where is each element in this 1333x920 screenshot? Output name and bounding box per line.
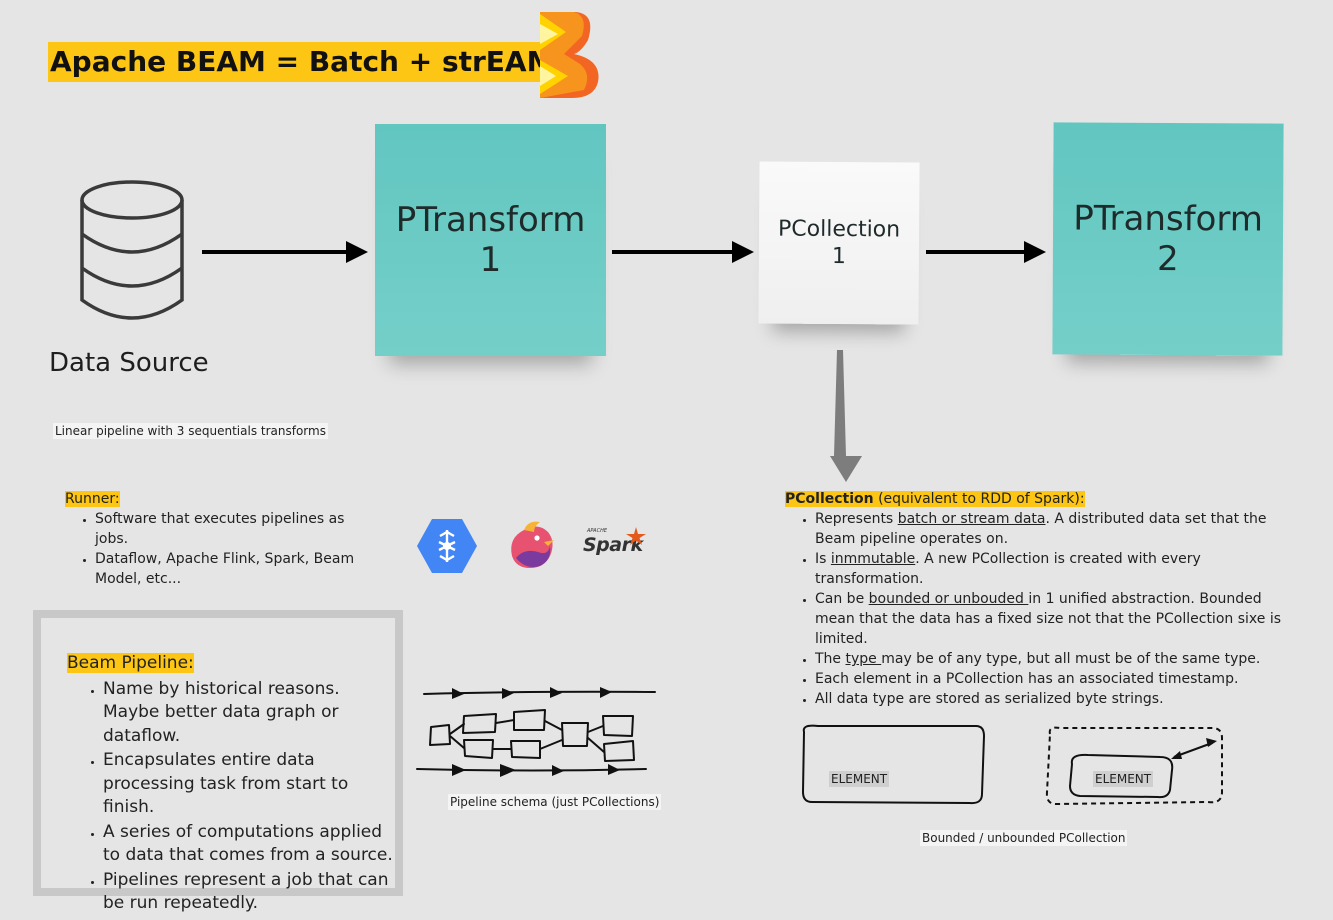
- spark-logo-text: Spark: [583, 534, 643, 556]
- list-item: Dataflow, Apache Flink, Spark, Beam Mode…: [95, 549, 355, 589]
- spark-logo: APACHE Spark: [581, 526, 649, 560]
- pcollection-heading-rest: (equivalent to RDD of Spark):: [873, 491, 1085, 507]
- ptransform-2-number: 2: [1156, 238, 1179, 280]
- bounded-unbounded-sketch: [801, 724, 1223, 806]
- beam-pipeline-heading: Beam Pipeline:: [67, 653, 194, 673]
- beam-pipeline-frame: Beam Pipeline: Name by historical reason…: [33, 610, 403, 913]
- bounded-caption: Bounded / unbounded PCollection: [920, 830, 1128, 846]
- arrow-pcollection1-to-description: [830, 350, 862, 482]
- pcollection-1-label: PCollection: [777, 216, 901, 243]
- list-item: Each element in a PCollection has an ass…: [815, 669, 1305, 689]
- database-icon: [80, 180, 184, 320]
- beam-logo-icon: [540, 12, 599, 98]
- list-item: Is inmmutable. A new PCollection is crea…: [815, 549, 1305, 589]
- list-item: Encapsulates entire data processing task…: [103, 749, 397, 820]
- arrow-source-to-ptransform1: [202, 241, 368, 263]
- pcollection-heading: PCollection: [785, 491, 874, 507]
- list-item: The type may be of any type, but all mus…: [815, 649, 1305, 669]
- runner-section: Runner: Software that executes pipelines…: [65, 489, 355, 589]
- arrow-ptransform1-to-pcollection1: [612, 241, 754, 263]
- data-source-label: Data Source: [49, 348, 209, 378]
- list-item: Can be bounded or unbouded in 1 unified …: [815, 589, 1305, 649]
- element-label-bounded: ELEMENT: [829, 771, 890, 787]
- element-label-unbounded: ELEMENT: [1093, 771, 1154, 787]
- arrow-pcollection1-to-ptransform2: [926, 241, 1046, 263]
- pcollection-section: PCollection (equivalent to RDD of Spark)…: [785, 489, 1305, 709]
- beam-pipeline-section: Beam Pipeline: Name by historical reason…: [67, 652, 397, 917]
- pcollection-1-number: 1: [831, 243, 846, 270]
- spark-logo-small: APACHE: [587, 528, 608, 534]
- page-title: Apache BEAM = Batch + strEAM: [48, 42, 557, 82]
- list-item: All data type are stored as serialized b…: [815, 689, 1305, 709]
- spark-star-icon: [626, 527, 646, 545]
- list-item: A series of computations applied to data…: [103, 821, 397, 868]
- list-item: Name by historical reasons. Maybe better…: [103, 678, 397, 749]
- flink-logo-icon: [511, 521, 554, 568]
- pipeline-schema-caption: Pipeline schema (just PCollections): [448, 794, 662, 810]
- ptransform-1-label: PTransform: [395, 200, 586, 240]
- list-item: Represents batch or stream data. A distr…: [815, 509, 1305, 549]
- list-item: Pipelines represent a job that can be ru…: [103, 869, 397, 916]
- ptransform-1-number: 1: [479, 240, 502, 280]
- linear-pipeline-caption: Linear pipeline with 3 sequentials trans…: [53, 423, 328, 439]
- pcollection-list: Represents batch or stream data. A distr…: [785, 509, 1305, 709]
- dataflow-logo-icon: [417, 519, 477, 573]
- pipeline-schema-sketch: [416, 687, 656, 777]
- beam-pipeline-list: Name by historical reasons. Maybe better…: [67, 678, 397, 916]
- runner-list: Software that executes pipelines as jobs…: [65, 509, 355, 589]
- ptransform-2-label: PTransform: [1073, 198, 1264, 240]
- list-item: Software that executes pipelines as jobs…: [95, 509, 355, 549]
- runner-heading: Runner:: [65, 491, 120, 507]
